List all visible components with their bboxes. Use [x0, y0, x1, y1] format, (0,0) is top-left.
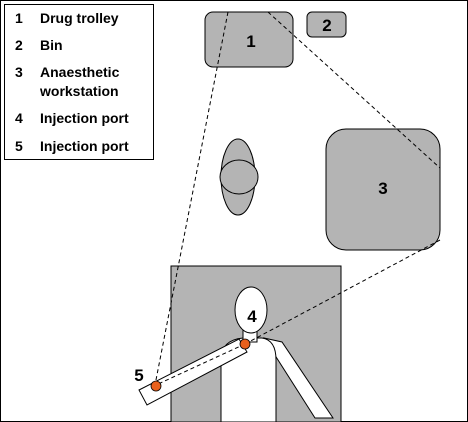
sightline-workstation-to-port4: [244, 239, 441, 345]
port4-label: 4: [247, 307, 257, 326]
patient-left-arm: [138, 338, 248, 406]
patient-right-arm: [262, 337, 334, 419]
patient-head: [234, 286, 268, 334]
anaesthetist-figure: [219, 138, 259, 216]
sightline-port4-to-port5: [155, 343, 246, 386]
legend: 1 Drug trolley 2 Bin 3 Anaesthetic works…: [4, 4, 154, 160]
legend-box: [4, 4, 154, 160]
patient-figure: [138, 286, 334, 422]
bin-label: 2: [322, 16, 331, 35]
drug-trolley: [204, 11, 294, 68]
bin: [306, 11, 347, 38]
port5-label: 5: [134, 366, 143, 385]
sightlines: [154, 11, 441, 386]
injection-port-5: [150, 380, 162, 392]
anaesthetic-workstation: [325, 128, 441, 251]
legend-label-5: Injection port: [40, 138, 129, 154]
legend-num-2: 2: [15, 37, 23, 53]
sightline-trolley-to-workstation: [267, 11, 441, 169]
legend-label-3a: Anaesthetic: [40, 64, 120, 80]
legend-num-1: 1: [15, 10, 23, 26]
legend-num-4: 4: [15, 110, 23, 126]
legend-label-4: Injection port: [40, 110, 129, 126]
injection-port-4: [239, 338, 251, 350]
workstation-label: 3: [378, 179, 387, 198]
drug-trolley-label: 1: [246, 32, 255, 51]
legend-num-5: 5: [15, 138, 23, 154]
legend-label-1: Drug trolley: [40, 10, 119, 26]
legend-num-3: 3: [15, 64, 23, 80]
legend-label-2: Bin: [40, 37, 63, 53]
legend-label-3b: workstation: [39, 83, 119, 99]
sightline-trolley-to-port5: [154, 11, 229, 386]
anaesthetist-head: [219, 159, 259, 195]
